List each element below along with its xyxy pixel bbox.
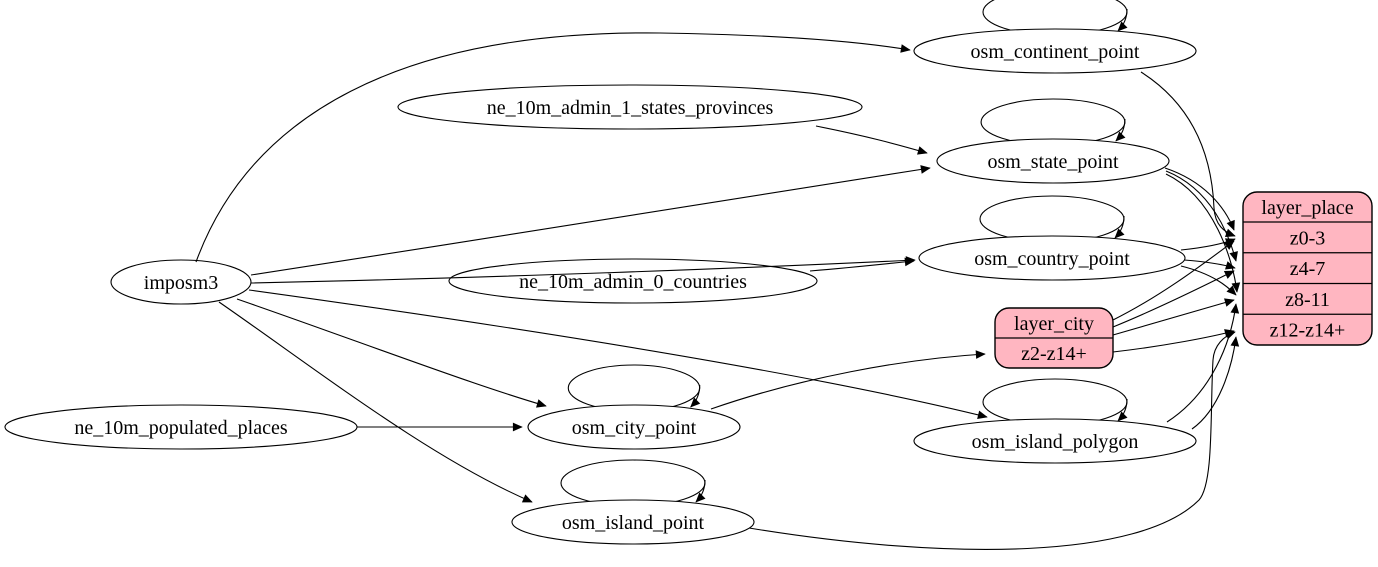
edge-osm_continent_point-to-layer_place:z0-3 xyxy=(1140,71,1236,237)
edge-imposm3-to-osm_continent_point xyxy=(195,32,911,263)
record-title-layer_place: layer_place xyxy=(1261,197,1353,219)
node-label-ne_10m_admin_1_states_provinces: ne_10m_admin_1_states_provinces xyxy=(487,97,774,119)
table-node-osm_country_point xyxy=(918,235,1186,281)
edge-layer_city:z2-z14+-to-layer_place:z12-z14+ xyxy=(1112,329,1235,353)
edge-ne_10m_admin_0_countries-to-osm_country_point xyxy=(809,257,915,272)
record-box-layer_place xyxy=(1242,191,1373,346)
edge-osm_state_point-to-layer_place:z8-11 xyxy=(1165,173,1241,293)
table-node-imposm3 xyxy=(110,259,252,305)
table-node-osm_continent_point xyxy=(913,28,1197,74)
edge-osm_country_point-to-layer_place:z0-3 xyxy=(1180,238,1236,251)
edge-osm_island_point-to-layer_place:z12-z14+ xyxy=(748,331,1236,550)
node-label-osm_country_point: osm_country_point xyxy=(974,248,1130,270)
table-node-osm_state_point xyxy=(936,138,1170,184)
edge-layer_city:z2-z14+-to-layer_place:z0-3 xyxy=(1112,240,1235,321)
edge-imposm3-to-osm_country_point xyxy=(250,256,916,284)
table-node-osm_island_polygon xyxy=(913,418,1197,464)
edge-osm_island_polygon-to-layer_place:z12-z14+ xyxy=(1191,336,1240,430)
edge-layer_city:z2-z14+-to-layer_place:z4-7 xyxy=(1112,270,1235,328)
edge-osm_state_point-to-layer_place:z4-7 xyxy=(1165,170,1238,262)
node-label-osm_city_point: osm_city_point xyxy=(572,417,697,439)
self-loop-arrow-osm_island_point xyxy=(695,479,706,503)
edge-ne_10m_admin_1_states_provinces-to-osm_state_point xyxy=(815,125,928,155)
self-loop-arrow-osm_continent_point xyxy=(1117,8,1128,32)
table-node-osm_island_point xyxy=(511,499,755,545)
record-title-layer_city: layer_city xyxy=(1014,313,1094,335)
self-loop-arrow-osm_city_point xyxy=(690,384,701,408)
edge-imposm3-to-osm_island_polygon xyxy=(248,289,988,420)
node-label-osm_island_polygon: osm_island_polygon xyxy=(972,431,1139,453)
table-node-ne_10m_admin_1_states_provinces xyxy=(397,84,863,130)
self-loop-arrow-osm_island_polygon xyxy=(1117,398,1128,422)
edge-osm_country_point-to-layer_place:z8-11 xyxy=(1180,265,1237,296)
node-label-osm_state_point: osm_state_point xyxy=(987,151,1119,173)
node-label-imposm3: imposm3 xyxy=(144,272,218,294)
record-row-layer_city-z2-z14+: z2-z14+ xyxy=(1021,343,1087,365)
self-loop-arrow-osm_country_point xyxy=(1114,215,1125,239)
node-label-osm_continent_point: osm_continent_point xyxy=(971,41,1140,63)
edge-imposm3-to-osm_city_point xyxy=(236,298,547,408)
edge-osm_state_point-to-layer_place:z0-3 xyxy=(1164,167,1235,231)
node-label-ne_10m_populated_places: ne_10m_populated_places xyxy=(74,417,287,439)
record-layer_place: layer_place z0-3 z4-7 z8-11 z12-z14+ xyxy=(1242,191,1373,346)
edge-imposm3-to-osm_state_point xyxy=(250,165,931,276)
edge-osm_city_point-to-layer_city:z2-z14+ xyxy=(710,350,986,410)
record-layer_city: layer_city z2-z14+ xyxy=(994,307,1114,369)
edge-layer_city:z2-z14+-to-layer_place:z8-11 xyxy=(1112,298,1235,336)
self-loop-arrow-osm_state_point xyxy=(1115,118,1126,142)
record-row-layer_place-z12-z14+: z12-z14+ xyxy=(1270,320,1346,342)
record-row-layer_place-z0-3: z0-3 xyxy=(1290,227,1326,249)
node-label-ne_10m_admin_0_countries: ne_10m_admin_0_countries xyxy=(519,271,747,293)
edge-osm_country_point-to-layer_place:z4-7 xyxy=(1183,259,1236,270)
node-label-osm_island_point: osm_island_point xyxy=(562,512,705,534)
edge-osm_island_polygon-to-layer_place:z8-11 xyxy=(1166,303,1240,423)
edge-imposm3-to-osm_island_point xyxy=(218,301,533,503)
record-row-layer_place-z4-7: z4-7 xyxy=(1290,258,1326,280)
record-row-layer_place-z8-11: z8-11 xyxy=(1285,289,1330,311)
table-node-ne_10m_admin_0_countries xyxy=(448,258,818,304)
table-node-osm_city_point xyxy=(527,404,741,450)
